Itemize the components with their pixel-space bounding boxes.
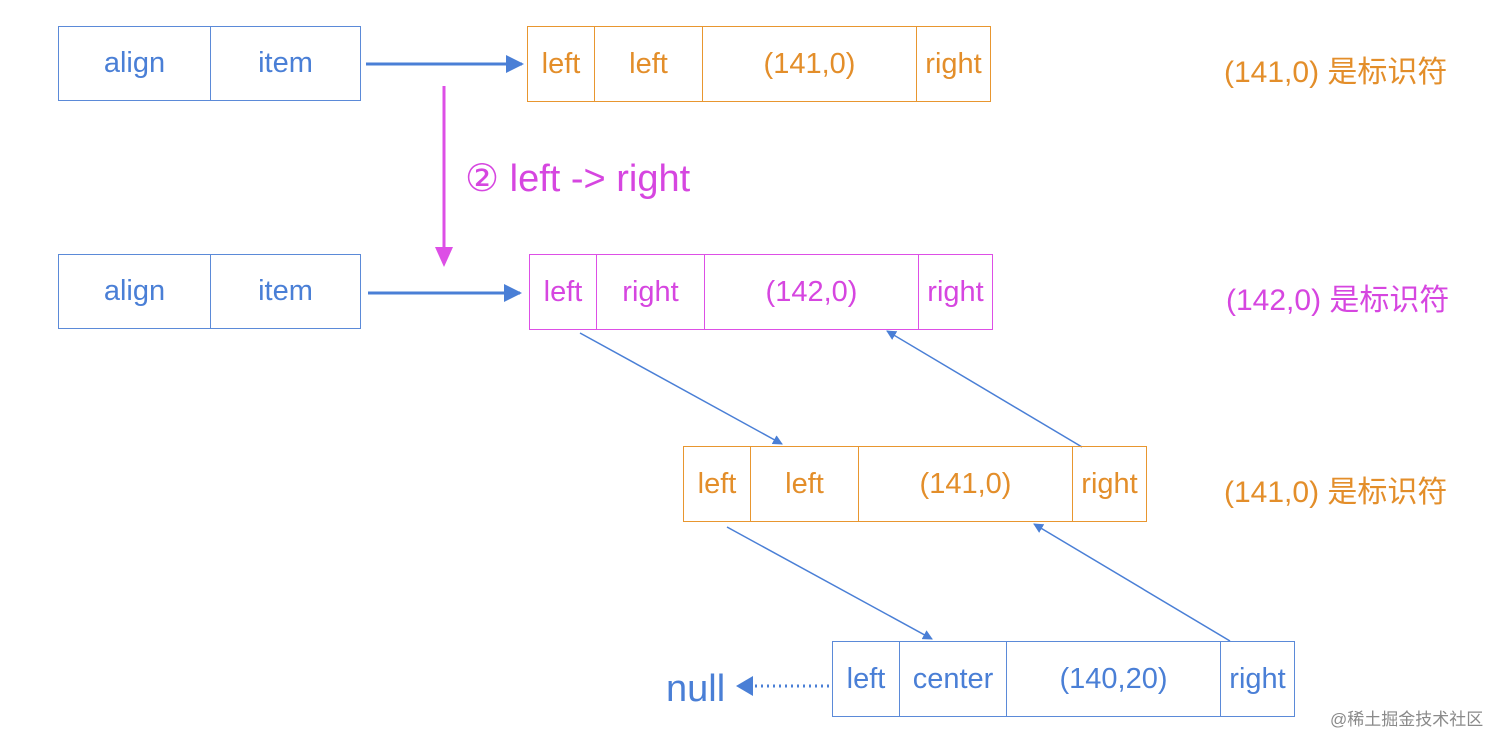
node-right-cell: right <box>918 255 992 329</box>
node-value-cell: left <box>594 27 702 101</box>
node-row2: left right (142,0) right <box>529 254 993 330</box>
link-arrow-row3-row2 <box>886 330 1083 448</box>
link-arrow-row4-row3 <box>1033 523 1231 642</box>
watermark: @稀土掘金技术社区 <box>1330 710 1484 729</box>
node-id-cell: (141,0) <box>702 27 916 101</box>
node-right-cell: right <box>916 27 990 101</box>
node-left-cell: left <box>543 275 583 308</box>
identifier-note-row3: (141,0) 是标识符 <box>1224 476 1448 509</box>
node-right-cell: right <box>1220 642 1294 716</box>
null-label: null <box>666 668 726 710</box>
node-value-cell: right <box>596 255 704 329</box>
item-cell: item <box>210 27 360 100</box>
node-left-cell: left <box>697 467 737 500</box>
node-id-cell: (141,0) <box>858 447 1072 521</box>
node-right-cell: right <box>1072 447 1146 521</box>
node-left-cell: left <box>846 662 886 695</box>
node-id-cell: (142,0) <box>704 255 918 329</box>
node-row4: left center (140,20) right <box>832 641 1295 717</box>
align-cell: align <box>103 275 166 307</box>
node-value-cell: center <box>899 642 1006 716</box>
node-row1: left left (141,0) right <box>527 26 991 102</box>
node-value-cell: left <box>750 447 858 521</box>
align-item-box-row2: align item <box>58 254 361 329</box>
align-cell: align <box>103 47 166 79</box>
align-item-box-row1: align item <box>58 26 361 101</box>
node-left-cell: left <box>541 47 581 80</box>
identifier-note-row1: (141,0) 是标识符 <box>1224 56 1448 89</box>
link-arrow-row3-row4 <box>726 526 933 640</box>
link-arrow-row2-row3 <box>579 332 783 445</box>
item-cell: item <box>210 255 360 328</box>
step-label: ② left -> right <box>465 158 691 200</box>
node-row3: left left (141,0) right <box>683 446 1147 522</box>
node-id-cell: (140,20) <box>1006 642 1220 716</box>
identifier-note-row2: (142,0) 是标识符 <box>1226 284 1450 317</box>
